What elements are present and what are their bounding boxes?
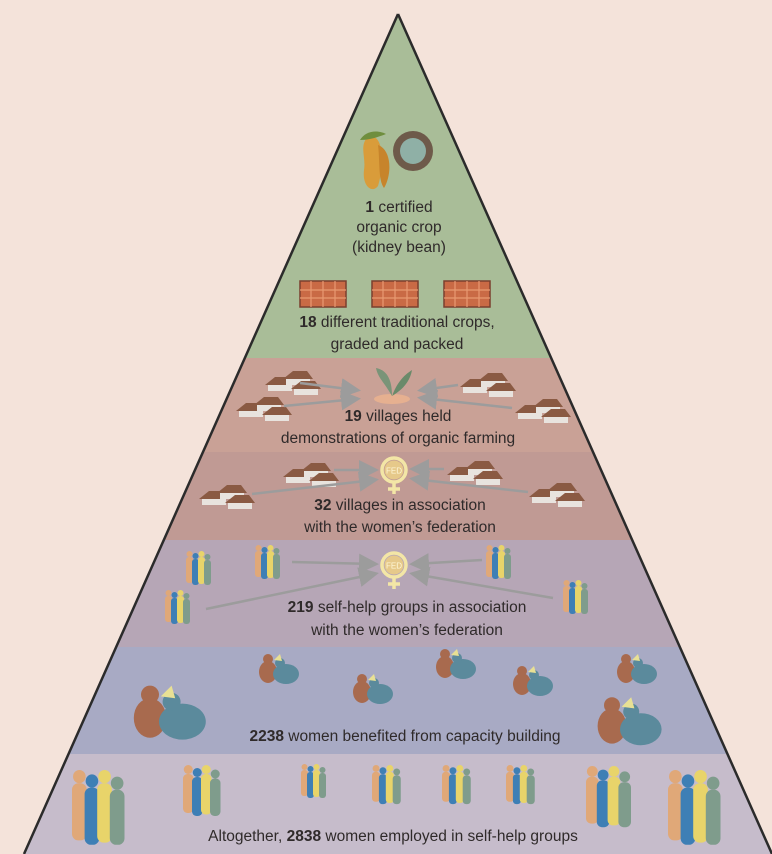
tier-label-capacity-building: 2238 women benefited from capacity build… <box>249 728 560 745</box>
stat-number: 18 <box>299 314 317 331</box>
label-text: organic crop <box>356 219 441 236</box>
tier-label-employed-women: Altogether, 2838 women employed in self-… <box>208 828 578 845</box>
svg-text:Altogether, 2838 women employe: Altogether, 2838 women employed in self-… <box>208 828 578 845</box>
label-text: women benefited from capacity building <box>284 728 561 745</box>
federation-hub-label: FED <box>386 562 402 571</box>
tier-label-certified-crop: 1 certified organic crop (kidney bean) <box>352 199 446 256</box>
label-text: graded and packed <box>331 336 464 353</box>
svg-text:18 different traditional crop: 18 different traditional crops, <box>299 314 494 331</box>
svg-text:2238 women benefited from capa: 2238 women benefited from capacity build… <box>249 728 560 745</box>
svg-text:with the women’s federation: with the women’s federation <box>310 622 503 639</box>
stat-number: 219 <box>288 599 314 616</box>
label-text: different traditional crops, <box>317 314 495 331</box>
packed-crate-icon <box>300 281 346 307</box>
label-text: with the women’s federation <box>303 519 496 536</box>
label-text: certified <box>374 199 433 216</box>
stat-number: 32 <box>314 497 331 514</box>
label-text: (kidney bean) <box>352 239 446 256</box>
svg-text:graded and packed: graded and packed <box>331 336 464 353</box>
label-text: Altogether, <box>208 828 286 845</box>
svg-text:1 certified: 1 certified <box>365 199 432 216</box>
svg-text:(kidney bean): (kidney bean) <box>352 239 446 256</box>
packed-crate-icon <box>372 281 418 307</box>
packed-crate-icon <box>444 281 490 307</box>
svg-text:32 villages in association: 32 villages in association <box>314 497 485 514</box>
label-text: demonstrations of organic farming <box>281 430 515 447</box>
stat-number: 2838 <box>287 828 322 845</box>
svg-text:organic crop: organic crop <box>356 219 441 236</box>
svg-text:demonstrations of organic farm: demonstrations of organic farming <box>281 430 515 447</box>
stat-number: 2238 <box>249 728 284 745</box>
label-text: women employed in self-help groups <box>321 828 578 845</box>
stat-number: 19 <box>345 408 363 425</box>
svg-text:19 villages held: 19 villages held <box>345 408 452 425</box>
federation-hub-label: FED <box>386 467 402 476</box>
label-text: villages held <box>362 408 452 425</box>
svg-text:with the women’s federation: with the women’s federation <box>303 519 496 536</box>
label-text: villages in association <box>332 497 486 514</box>
label-text: with the women’s federation <box>310 622 503 639</box>
svg-text:219 self-help groups in associ: 219 self-help groups in association <box>288 599 527 616</box>
label-text: self-help groups in association <box>314 599 527 616</box>
